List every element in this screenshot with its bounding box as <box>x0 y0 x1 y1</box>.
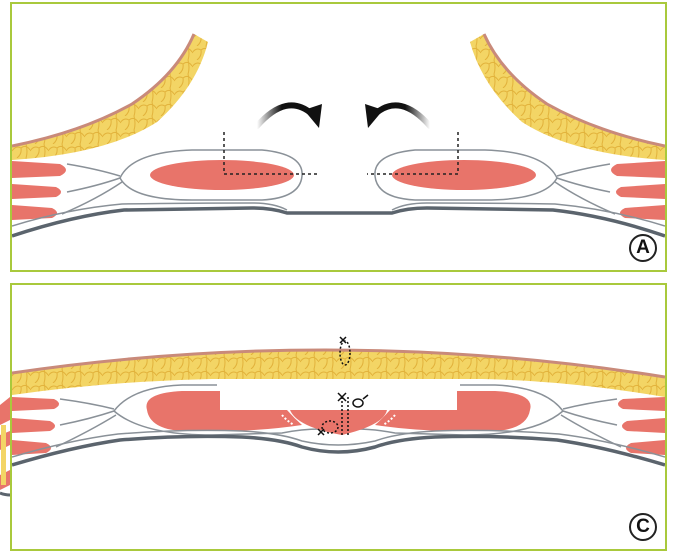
right-rectus-abdominis <box>375 150 557 200</box>
adjacent-panel-edge-graphic <box>0 285 10 525</box>
panel-a: A <box>10 2 667 272</box>
posterior-fascia <box>12 203 665 236</box>
subcutaneous-fat <box>12 350 665 397</box>
panel-c: C <box>10 283 667 551</box>
posterior-fascia <box>12 430 665 465</box>
panel-label-a: A <box>629 234 657 262</box>
left-subcutaneous-fat <box>12 34 208 160</box>
panel-c-illustration <box>12 285 665 549</box>
panel-label-c: C <box>629 513 657 541</box>
left-rectus-abdominis <box>120 150 302 200</box>
curved-arrow-right-icon <box>257 104 322 128</box>
curved-arrow-left-icon <box>365 104 430 128</box>
right-subcutaneous-fat <box>470 34 665 160</box>
left-lateral-muscles <box>12 397 116 455</box>
right-lateral-muscles <box>561 397 665 455</box>
adjacent-panel-edge <box>0 285 10 525</box>
panel-a-illustration <box>12 4 665 270</box>
